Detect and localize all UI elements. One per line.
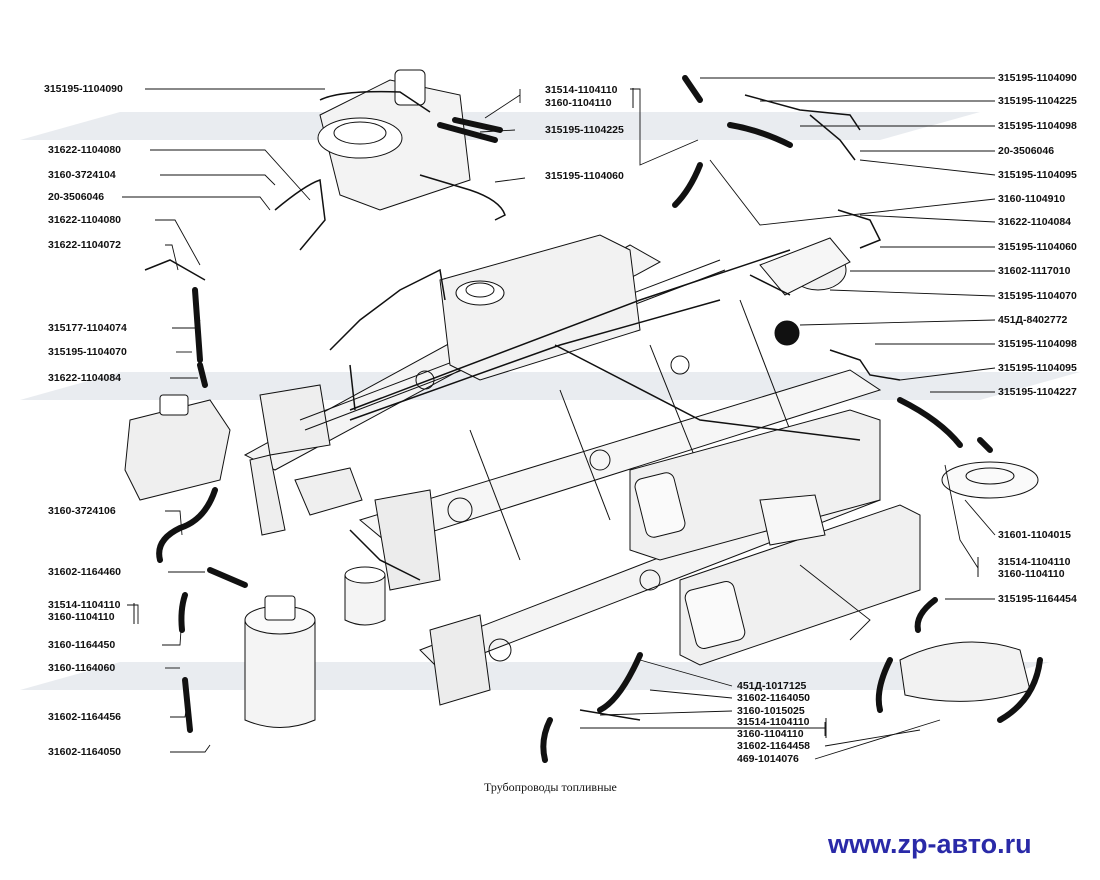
plug-451d — [774, 320, 800, 346]
aux-fuel-tank — [679, 494, 921, 666]
part-label: 31514-1104110 — [545, 84, 618, 96]
part-label: 31601-1104015 — [998, 529, 1071, 541]
part-label: 315195-1104070 — [998, 290, 1077, 302]
part-label: 31514-1104110 — [48, 599, 121, 611]
diagram-caption: Трубопроводы топливные — [484, 780, 617, 794]
part-label: 3160-1164450 — [48, 639, 116, 651]
part-label: 315195-1164454 — [998, 593, 1077, 605]
fuel-tubes — [144, 90, 901, 721]
fuel-hoses — [156, 75, 1043, 763]
part-label: 31622-1104084 — [998, 216, 1071, 228]
fuel-sender-unit — [941, 461, 1039, 499]
part-label: 315195-1104225 — [545, 124, 624, 136]
part-label: 3160-1104910 — [998, 193, 1066, 205]
fine-filter — [344, 566, 386, 626]
part-label: 315195-1104095 — [998, 169, 1077, 181]
part-label: 31622-1104080 — [48, 144, 121, 156]
part-label: 315177-1104074 — [48, 322, 127, 334]
part-label: 31602-1164458 — [737, 740, 810, 752]
center-fuel-tank — [439, 234, 641, 381]
part-label: 315195-1104060 — [998, 241, 1077, 253]
part-label: 31622-1104084 — [48, 372, 121, 384]
part-label: 31602-1164050 — [737, 692, 810, 704]
part-label: 31602-1164050 — [48, 746, 121, 758]
label-brackets — [133, 88, 979, 738]
part-label: 31602-1164456 — [48, 711, 121, 723]
right-fuel-tank — [629, 409, 881, 561]
part-label: 315195-1104090 — [998, 72, 1077, 84]
fuel-pump-center — [294, 467, 363, 516]
part-label: 31622-1104072 — [48, 239, 121, 251]
part-label: 3160-1164060 — [48, 662, 116, 674]
part-label: 3160-1104110 — [545, 97, 612, 109]
part-label: 315195-1104090 — [44, 83, 123, 95]
leader-lines — [122, 77, 996, 760]
part-label: 451Д-1017125 — [737, 680, 807, 692]
fuel-pump-electric — [759, 237, 851, 296]
expansion-tank — [899, 641, 1031, 702]
fuel-pump-left — [124, 394, 231, 501]
part-label: 31514-1104110 — [998, 556, 1071, 568]
part-label: 3160-1104110 — [737, 728, 804, 740]
part-label: 20-3506046 — [48, 191, 105, 203]
website-watermark[interactable]: www.zp-авто.ru — [828, 829, 1032, 859]
part-label: 31602-1117010 — [998, 265, 1071, 277]
part-label: 31602-1164460 — [48, 566, 121, 578]
part-label: 315195-1104060 — [545, 170, 624, 182]
part-label: 315195-1104070 — [48, 346, 127, 358]
part-label: 315195-1104095 — [998, 362, 1077, 374]
part-label: 315195-1104227 — [998, 386, 1077, 398]
part-label: 3160-1015025 — [737, 705, 805, 717]
part-label: 3160-1104110 — [998, 568, 1065, 580]
part-label: 469-1014076 — [737, 753, 799, 765]
part-label: 3160-3724104 — [48, 169, 116, 181]
part-label: 315195-1104098 — [998, 338, 1077, 350]
part-label: 3160-1104110 — [48, 611, 115, 623]
part-label: 315195-1104098 — [998, 120, 1077, 132]
part-label: 20-3506046 — [998, 145, 1055, 157]
part-label: 315195-1104225 — [998, 95, 1077, 107]
part-label: 451Д-8402772 — [998, 314, 1068, 326]
part-label: 31622-1104080 — [48, 214, 121, 226]
part-label: 3160-3724106 — [48, 505, 116, 517]
top-fuel-tank — [317, 69, 471, 211]
fuel-filter-canister — [244, 595, 316, 728]
part-label: 31514-1104110 — [737, 716, 810, 728]
